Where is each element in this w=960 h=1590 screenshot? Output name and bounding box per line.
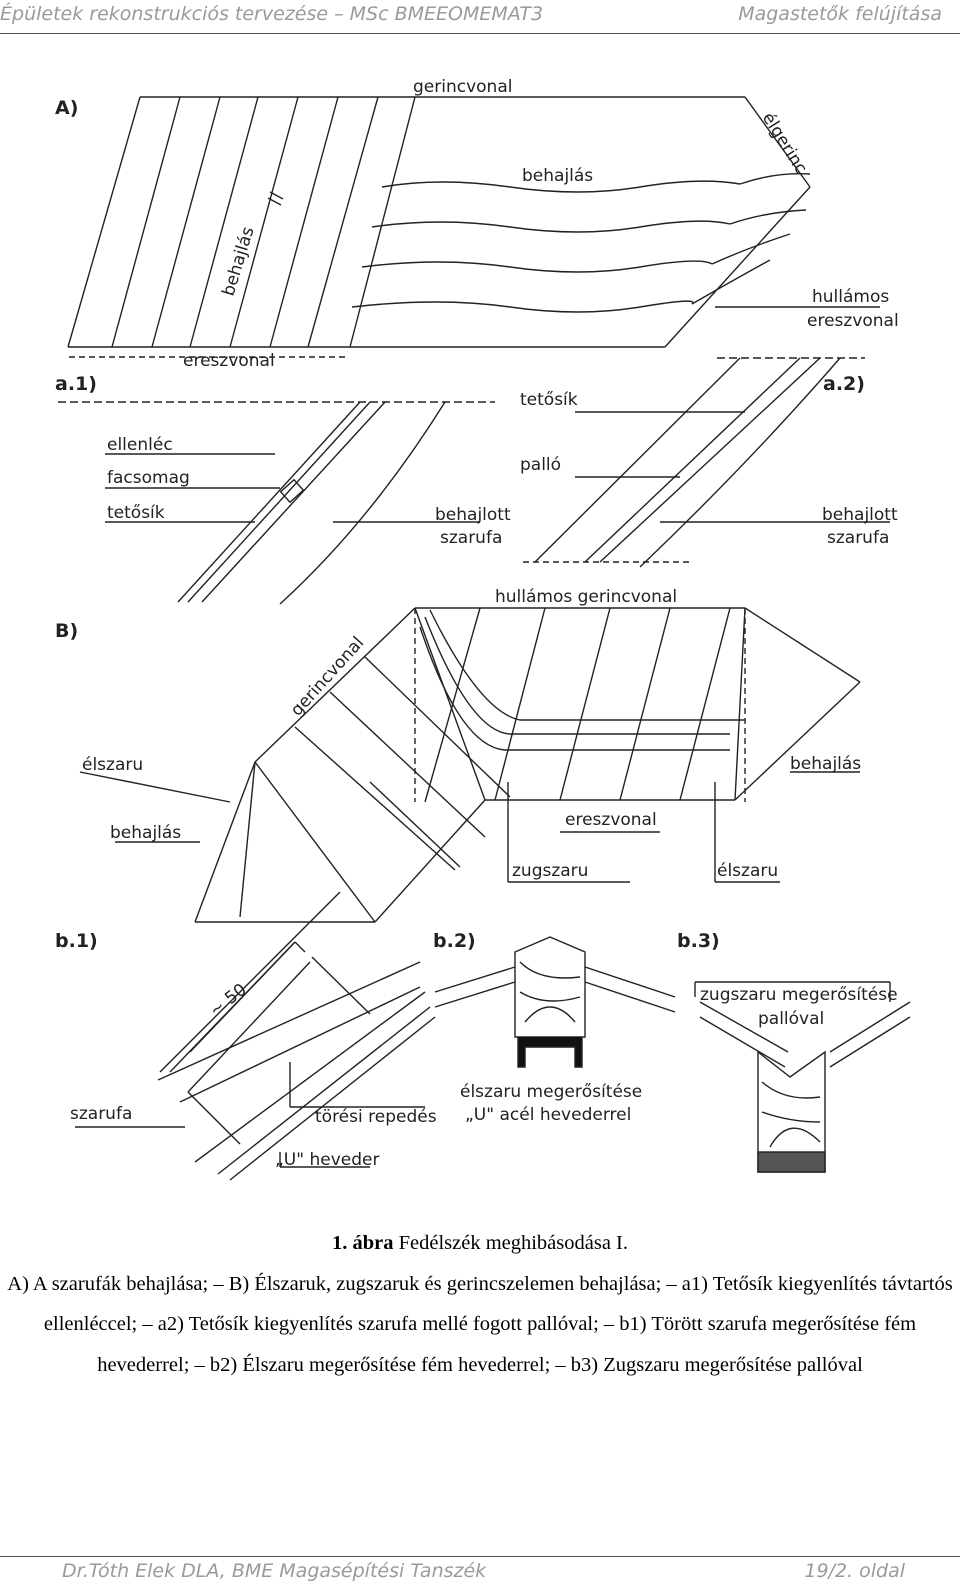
label-b3-caption-1: zugszaru megerősítése xyxy=(700,985,898,1005)
caption-title-line: 1. ábra Fedélszék meghibásodása I. xyxy=(0,1223,960,1264)
label-behajlott-a2-2: szarufa xyxy=(827,528,889,548)
panel-b2-drawing xyxy=(434,936,676,1068)
caption-figure-title: Fedélszék meghibásodása I. xyxy=(398,1232,629,1254)
label-ellenlec: ellenléc xyxy=(107,435,173,455)
label-hullamos-2: ereszvonal xyxy=(807,311,899,331)
panel-label-b2: b.2) xyxy=(433,930,476,952)
panel-label-b3: b.3) xyxy=(677,930,720,952)
label-hullamos-gerincvonal: hullámos gerincvonal xyxy=(495,587,677,607)
caption-body: A) A szarufák behajlása; – B) Élszaruk, … xyxy=(7,1272,953,1376)
panel-label-a1: a.1) xyxy=(55,373,97,395)
figure-caption: 1. ábra Fedélszék meghibásodása I. A) A … xyxy=(0,1223,960,1385)
label-pallo: palló xyxy=(520,455,561,475)
label-behajlott-a1-1: behajlott xyxy=(435,505,511,525)
panel-a-drawing xyxy=(67,96,880,358)
label-behajlas-b-left: behajlás xyxy=(110,823,181,843)
label-toresi-repedes: törési repedés xyxy=(315,1107,437,1127)
panel-label-a2: a.2) xyxy=(823,373,865,395)
page-header: Épületek rekonstrukciós tervezése – MSc … xyxy=(0,0,960,34)
label-behajlas-b-right: behajlás xyxy=(790,754,861,774)
panel-b-drawing xyxy=(79,607,861,923)
label-hullamos-1: hullámos xyxy=(812,287,889,307)
panel-a1-drawing xyxy=(58,401,495,605)
label-gerincvonal-b: gerincvonal xyxy=(287,633,368,720)
label-gerincvonal-a: gerincvonal xyxy=(413,77,512,97)
panel-b1-drawing xyxy=(75,891,436,1181)
page-footer: Dr.Tóth Elek DLA, BME Magasépítési Tansz… xyxy=(0,1556,960,1590)
footer-author: Dr.Tóth Elek DLA, BME Magasépítési Tansz… xyxy=(62,1560,487,1582)
figure-roof-deformation-drawing: A) gerincvonal élgerinc behajlás behajlá… xyxy=(40,62,930,1212)
label-behajlott-a1-2: szarufa xyxy=(440,528,502,548)
label-b2-caption-2: „U" acél hevederrel xyxy=(465,1105,631,1125)
label-elszaru-b-right: élszaru xyxy=(717,861,778,881)
panel-label-b1: b.1) xyxy=(55,930,98,952)
label-behajlas-a-roof: behajlás xyxy=(522,166,593,186)
label-dim-50: ~ 50 xyxy=(206,980,251,1021)
panel-a2-drawing xyxy=(523,357,890,568)
label-ereszvonal-a: ereszvonal xyxy=(183,351,275,371)
panel-label-b: B) xyxy=(55,620,78,642)
label-tetosik-a1: tetősík xyxy=(107,503,165,523)
header-chapter-title: Magastetők felújítása xyxy=(738,3,942,25)
label-zugszaru: zugszaru xyxy=(512,861,588,881)
panel-b3-drawing xyxy=(694,981,911,1173)
label-b2-caption-1: élszaru megerősítése xyxy=(460,1082,642,1102)
label-szarufa: szarufa xyxy=(70,1104,132,1124)
caption-figure-number: 1. ábra xyxy=(331,1232,394,1254)
label-elgerinc: élgerinc xyxy=(758,109,811,177)
label-u-heveder: „U" heveder xyxy=(275,1150,379,1170)
label-b3-caption-2: pallóval xyxy=(758,1009,824,1029)
header-course-title: Épületek rekonstrukciós tervezése – MSc … xyxy=(0,3,544,25)
footer-page-number: 19/2. oldal xyxy=(804,1560,905,1582)
roof-drawing-svg: A) gerincvonal élgerinc behajlás behajlá… xyxy=(55,77,911,1181)
label-facsomag: facsomag xyxy=(107,468,190,488)
label-behajlott-a2-1: behajlott xyxy=(822,505,898,525)
label-tetosik-a2: tetősík xyxy=(520,390,578,410)
panel-label-a: A) xyxy=(55,97,78,119)
label-ereszvonal-b: ereszvonal xyxy=(565,810,657,830)
label-elszaru-b-left: élszaru xyxy=(82,755,143,775)
